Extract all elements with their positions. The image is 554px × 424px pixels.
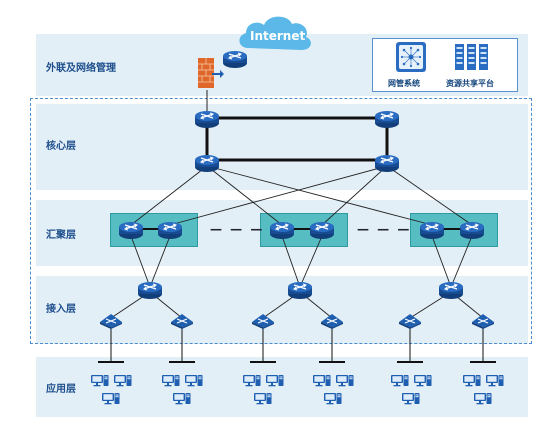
terminal-bus-lines — [98, 327, 496, 363]
access-router-icon — [287, 281, 313, 300]
switch-icon — [170, 313, 194, 330]
application-band — [36, 357, 528, 417]
layer-label-core: 核心层 — [46, 141, 76, 152]
switch-icon — [320, 313, 344, 330]
terminal-group — [391, 375, 432, 405]
layer-label-access: 接入层 — [46, 304, 76, 315]
access-router-icon — [438, 281, 464, 300]
ellipsis-left: — — — — [210, 222, 265, 236]
terminal-group — [463, 375, 504, 405]
switch-icon — [99, 313, 123, 330]
aggregation-router-icon — [157, 221, 183, 240]
firewall-icon — [198, 58, 224, 88]
layer-label-aggregation: 汇聚层 — [46, 230, 76, 241]
terminal-group — [243, 375, 284, 405]
aggregation-router-icon — [118, 221, 144, 240]
aggregation-router-icon — [459, 221, 485, 240]
core-router-icon — [374, 154, 400, 173]
resource-platform-label: 资源共享平台 — [446, 79, 494, 88]
layer-label-application: 应用层 — [46, 384, 76, 395]
layer-label-external: 外联及网络管理 — [46, 63, 116, 74]
core-router-icon — [374, 110, 400, 129]
aggregation-access-links — [130, 235, 473, 288]
server-rack-icon — [455, 44, 488, 70]
core-aggregation-links — [130, 165, 473, 226]
cloud-icon — [239, 16, 311, 50]
terminal-group — [313, 375, 354, 405]
network-management-icon — [396, 42, 426, 72]
switch-icon — [251, 313, 275, 330]
internal-network-frame — [30, 98, 532, 344]
ellipsis-right: — — — — [357, 222, 412, 236]
internet-label: Internet — [250, 29, 306, 43]
access-router-icon — [137, 281, 163, 300]
terminal-group — [162, 375, 203, 405]
nms-label: 网管系统 — [388, 79, 420, 88]
terminal-group — [91, 375, 132, 405]
core-router-icon — [194, 154, 220, 173]
core-router-icon — [194, 110, 220, 129]
aggregation-router-icon — [269, 221, 295, 240]
aggregation-router-icon — [309, 221, 335, 240]
aggregation-router-icon — [419, 221, 445, 240]
internet-router-icon — [222, 50, 248, 69]
switch-icon — [398, 313, 422, 330]
switch-icon — [471, 313, 495, 330]
